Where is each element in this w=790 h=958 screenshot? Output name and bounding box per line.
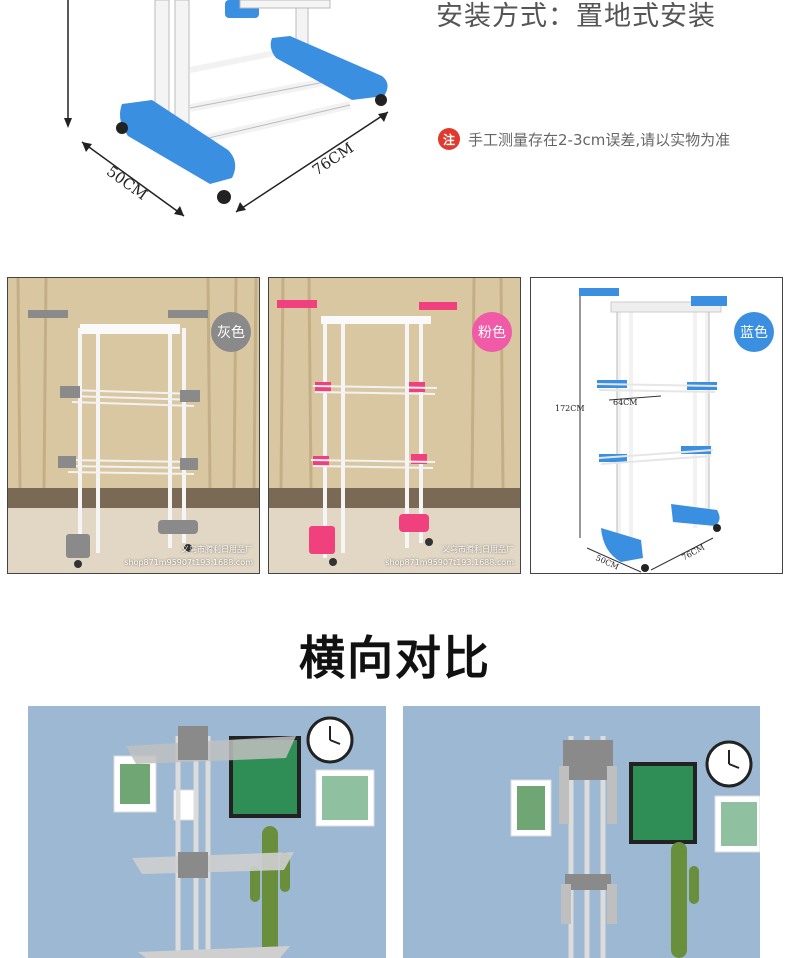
expanded-rack-scene: [28, 706, 386, 958]
variant-card-pink[interactable]: 粉色 义乌市腾利日用品厂 shop871m95907t193.1688.com: [268, 277, 521, 574]
folded-rack-scene: [403, 706, 760, 958]
gray-color-badge: 灰色: [211, 312, 251, 352]
comparison-photo-folded: [403, 706, 760, 958]
watermark-shop: shop871m95907t193.1688.com: [385, 558, 514, 567]
blue-rack-diagram: [579, 288, 727, 573]
blue-color-badge: 蓝色: [734, 312, 774, 352]
note-text: 手工测量存在2-3cm误差,请以实物为准: [468, 130, 731, 149]
gray-rack-photo: [8, 278, 259, 573]
note-badge-icon: 注: [438, 128, 460, 150]
width-dimension-label: 64CM: [613, 398, 638, 407]
variant-card-gray[interactable]: 灰色 义乌市腾利日用品厂 shop871m95907t193.1688.com: [7, 277, 260, 574]
height-dimension-label: 172CM: [555, 404, 585, 413]
variant-card-blue[interactable]: 172CM 64CM 50CM 76CM 蓝色: [530, 277, 783, 574]
watermark-factory: 义乌市腾利日用品厂: [181, 545, 253, 554]
comparison-title: 横向对比: [299, 631, 491, 685]
product-dimension-section: 50CM 76CM 安装方式：置地式安装 注 手工测量存在2-3cm误差,请以实…: [0, 0, 790, 240]
color-variants-row: 灰色 义乌市腾利日用品厂 shop871m95907t193.1688.com: [0, 277, 790, 574]
watermark-factory: 义乌市腾利日用品厂: [442, 545, 514, 554]
pink-color-badge: 粉色: [472, 312, 512, 352]
watermark-shop: shop871m95907t193.1688.com: [124, 558, 253, 567]
rack-base-illustration: [64, 0, 389, 217]
measurement-note: 注 手工测量存在2-3cm误差,请以实物为准: [438, 128, 730, 150]
comparison-photo-expanded: [28, 706, 386, 958]
install-method-text: 安装方式：置地式安装: [436, 1, 716, 32]
